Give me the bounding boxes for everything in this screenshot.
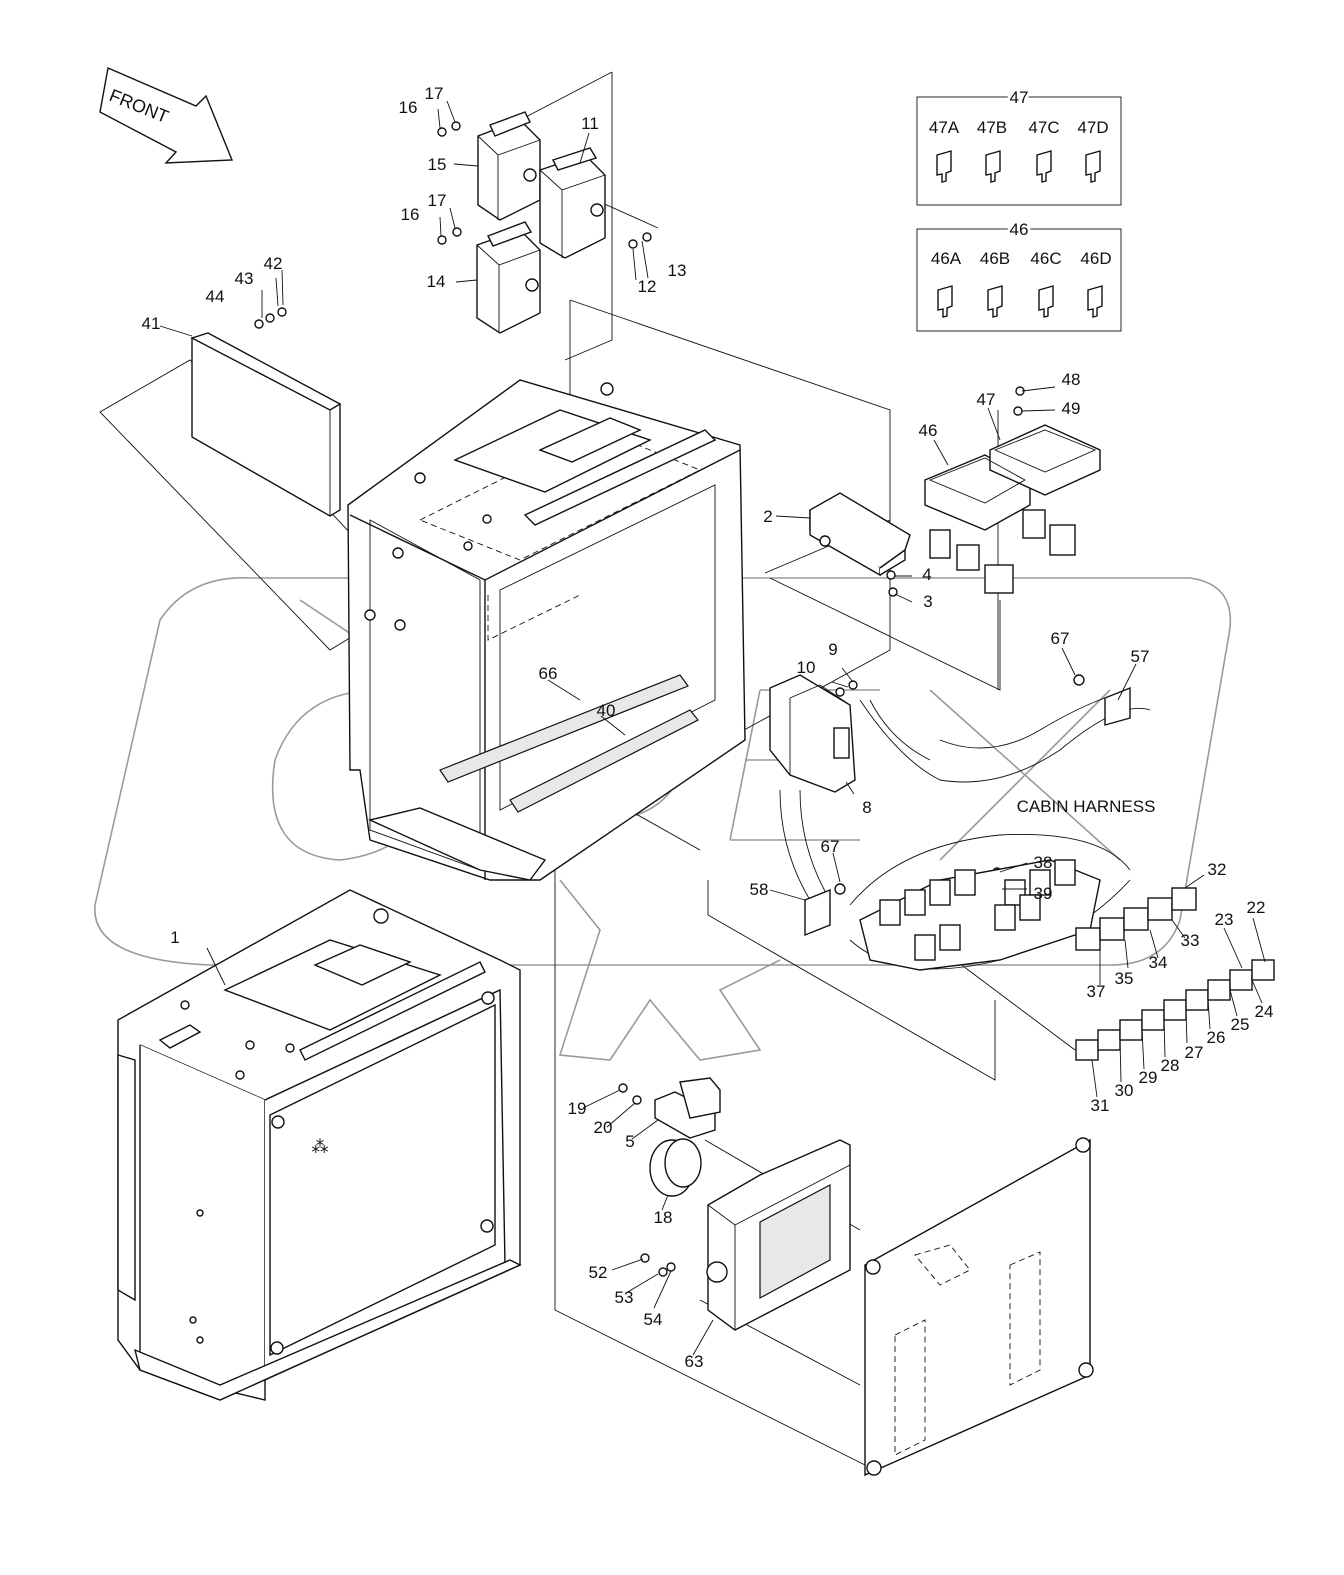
fuse-icon — [1038, 285, 1054, 318]
part-2-module — [809, 492, 911, 577]
relay-14 — [476, 221, 541, 334]
housing-mark-icon: ⁂ — [312, 1137, 329, 1156]
harness — [779, 686, 1151, 971]
callout-29: 29 — [1139, 1068, 1158, 1087]
callout-19: 19 — [568, 1099, 587, 1118]
callout-4: 4 — [922, 565, 931, 584]
fuse-47d-label: 47D — [1077, 118, 1108, 137]
callout-30: 30 — [1115, 1081, 1134, 1100]
callout-42: 42 — [264, 254, 283, 273]
callout-32: 32 — [1208, 860, 1227, 879]
callout-31: 31 — [1091, 1096, 1110, 1115]
main-frame — [347, 379, 746, 881]
callout-11: 11 — [581, 114, 599, 133]
fuse-46d-label: 46D — [1080, 249, 1111, 268]
callout-54: 54 — [644, 1310, 663, 1329]
fuse-group-46-title: 46 — [1010, 220, 1029, 239]
callout-47: 47 — [977, 390, 996, 409]
callout-67-upper: 67 — [1051, 629, 1070, 648]
callout-34: 34 — [1149, 953, 1168, 972]
callout-37: 37 — [1087, 982, 1106, 1001]
relay-11 — [539, 147, 606, 259]
fuse-icon — [987, 285, 1003, 318]
callout-24: 24 — [1255, 1002, 1274, 1021]
callout-57: 57 — [1131, 647, 1150, 666]
callout-16-upper: 16 — [399, 98, 418, 117]
callout-43: 43 — [235, 269, 254, 288]
callout-2: 2 — [763, 507, 772, 526]
relay-row-lower — [1075, 959, 1275, 1061]
fuse-46b-label: 46B — [980, 249, 1010, 268]
fuse-box-assembly — [924, 424, 1101, 594]
callout-41: 41 — [142, 314, 161, 333]
callout-3: 3 — [923, 592, 932, 611]
fuse-47b-label: 47B — [977, 118, 1007, 137]
fuse-46a-label: 46A — [931, 249, 962, 268]
fuse-47a-label: 47A — [929, 118, 960, 137]
callout-13: 13 — [668, 261, 687, 280]
callout-labels: 17 16 11 15 17 16 13 12 14 42 43 44 41 4… — [142, 84, 1274, 1371]
callout-10: 10 — [797, 658, 816, 677]
fuse-icon — [985, 150, 1001, 183]
callout-15: 15 — [428, 155, 447, 174]
callout-12: 12 — [638, 277, 657, 296]
fuse-group-46-box: 46 46A 46B 46C 46D — [916, 217, 1122, 332]
callout-9: 9 — [828, 640, 837, 659]
callout-17-lower: 17 — [428, 191, 447, 210]
callout-28: 28 — [1161, 1056, 1180, 1075]
callout-14: 14 — [427, 272, 446, 291]
part-18-buzzer — [649, 1138, 702, 1197]
callout-49: 49 — [1062, 399, 1081, 418]
callout-16-lower: 16 — [401, 205, 420, 224]
callout-17-upper: 17 — [425, 84, 444, 103]
callout-44: 44 — [206, 287, 225, 306]
callout-52: 52 — [589, 1263, 608, 1282]
callout-1: 1 — [170, 928, 179, 947]
callout-39: 39 — [1034, 884, 1053, 903]
callout-20: 20 — [594, 1118, 613, 1137]
callout-25: 25 — [1231, 1015, 1250, 1034]
callout-48: 48 — [1062, 370, 1081, 389]
fuse-icon — [1036, 150, 1052, 183]
callout-35: 35 — [1115, 969, 1134, 988]
callout-46: 46 — [919, 421, 938, 440]
fuse-group-47-title: 47 — [1010, 88, 1029, 107]
fuse-icon — [936, 150, 952, 183]
callout-63: 63 — [685, 1352, 704, 1371]
control-panel — [864, 1137, 1094, 1477]
callout-22: 22 — [1247, 898, 1266, 917]
relay-row-upper — [1075, 887, 1197, 951]
part-41-cover-plate — [190, 332, 342, 517]
fuse-group-47-box: 47 47A 47B 47C 47D — [916, 85, 1122, 206]
callout-18: 18 — [654, 1208, 673, 1227]
fuse-icon — [937, 285, 953, 318]
callout-53: 53 — [615, 1288, 634, 1307]
callout-23: 23 — [1215, 910, 1234, 929]
part-1-housing: ⁂ — [117, 889, 522, 1401]
callout-27: 27 — [1185, 1043, 1204, 1062]
callout-40: 40 — [597, 701, 616, 720]
callout-66: 66 — [539, 664, 558, 683]
callout-5: 5 — [625, 1132, 634, 1151]
part-5-bracket — [654, 1077, 721, 1139]
part-63-controller — [706, 1139, 851, 1331]
callout-26: 26 — [1207, 1028, 1226, 1047]
fuse-46c-label: 46C — [1030, 249, 1061, 268]
callout-58: 58 — [750, 880, 769, 899]
callout-33: 33 — [1181, 931, 1200, 950]
callout-8: 8 — [862, 798, 871, 817]
fuse-icon — [1085, 150, 1101, 183]
cabin-harness-label: CABIN HARNESS — [1017, 797, 1156, 816]
fuse-47c-label: 47C — [1028, 118, 1059, 137]
part-8-module — [769, 674, 856, 793]
front-arrow: FRONT — [99, 67, 234, 164]
leader-lines — [159, 100, 1266, 1356]
relay-15 — [477, 111, 541, 221]
fuse-icon — [1087, 285, 1103, 318]
callout-38: 38 — [1034, 853, 1053, 872]
callout-67-lower: 67 — [821, 837, 840, 856]
